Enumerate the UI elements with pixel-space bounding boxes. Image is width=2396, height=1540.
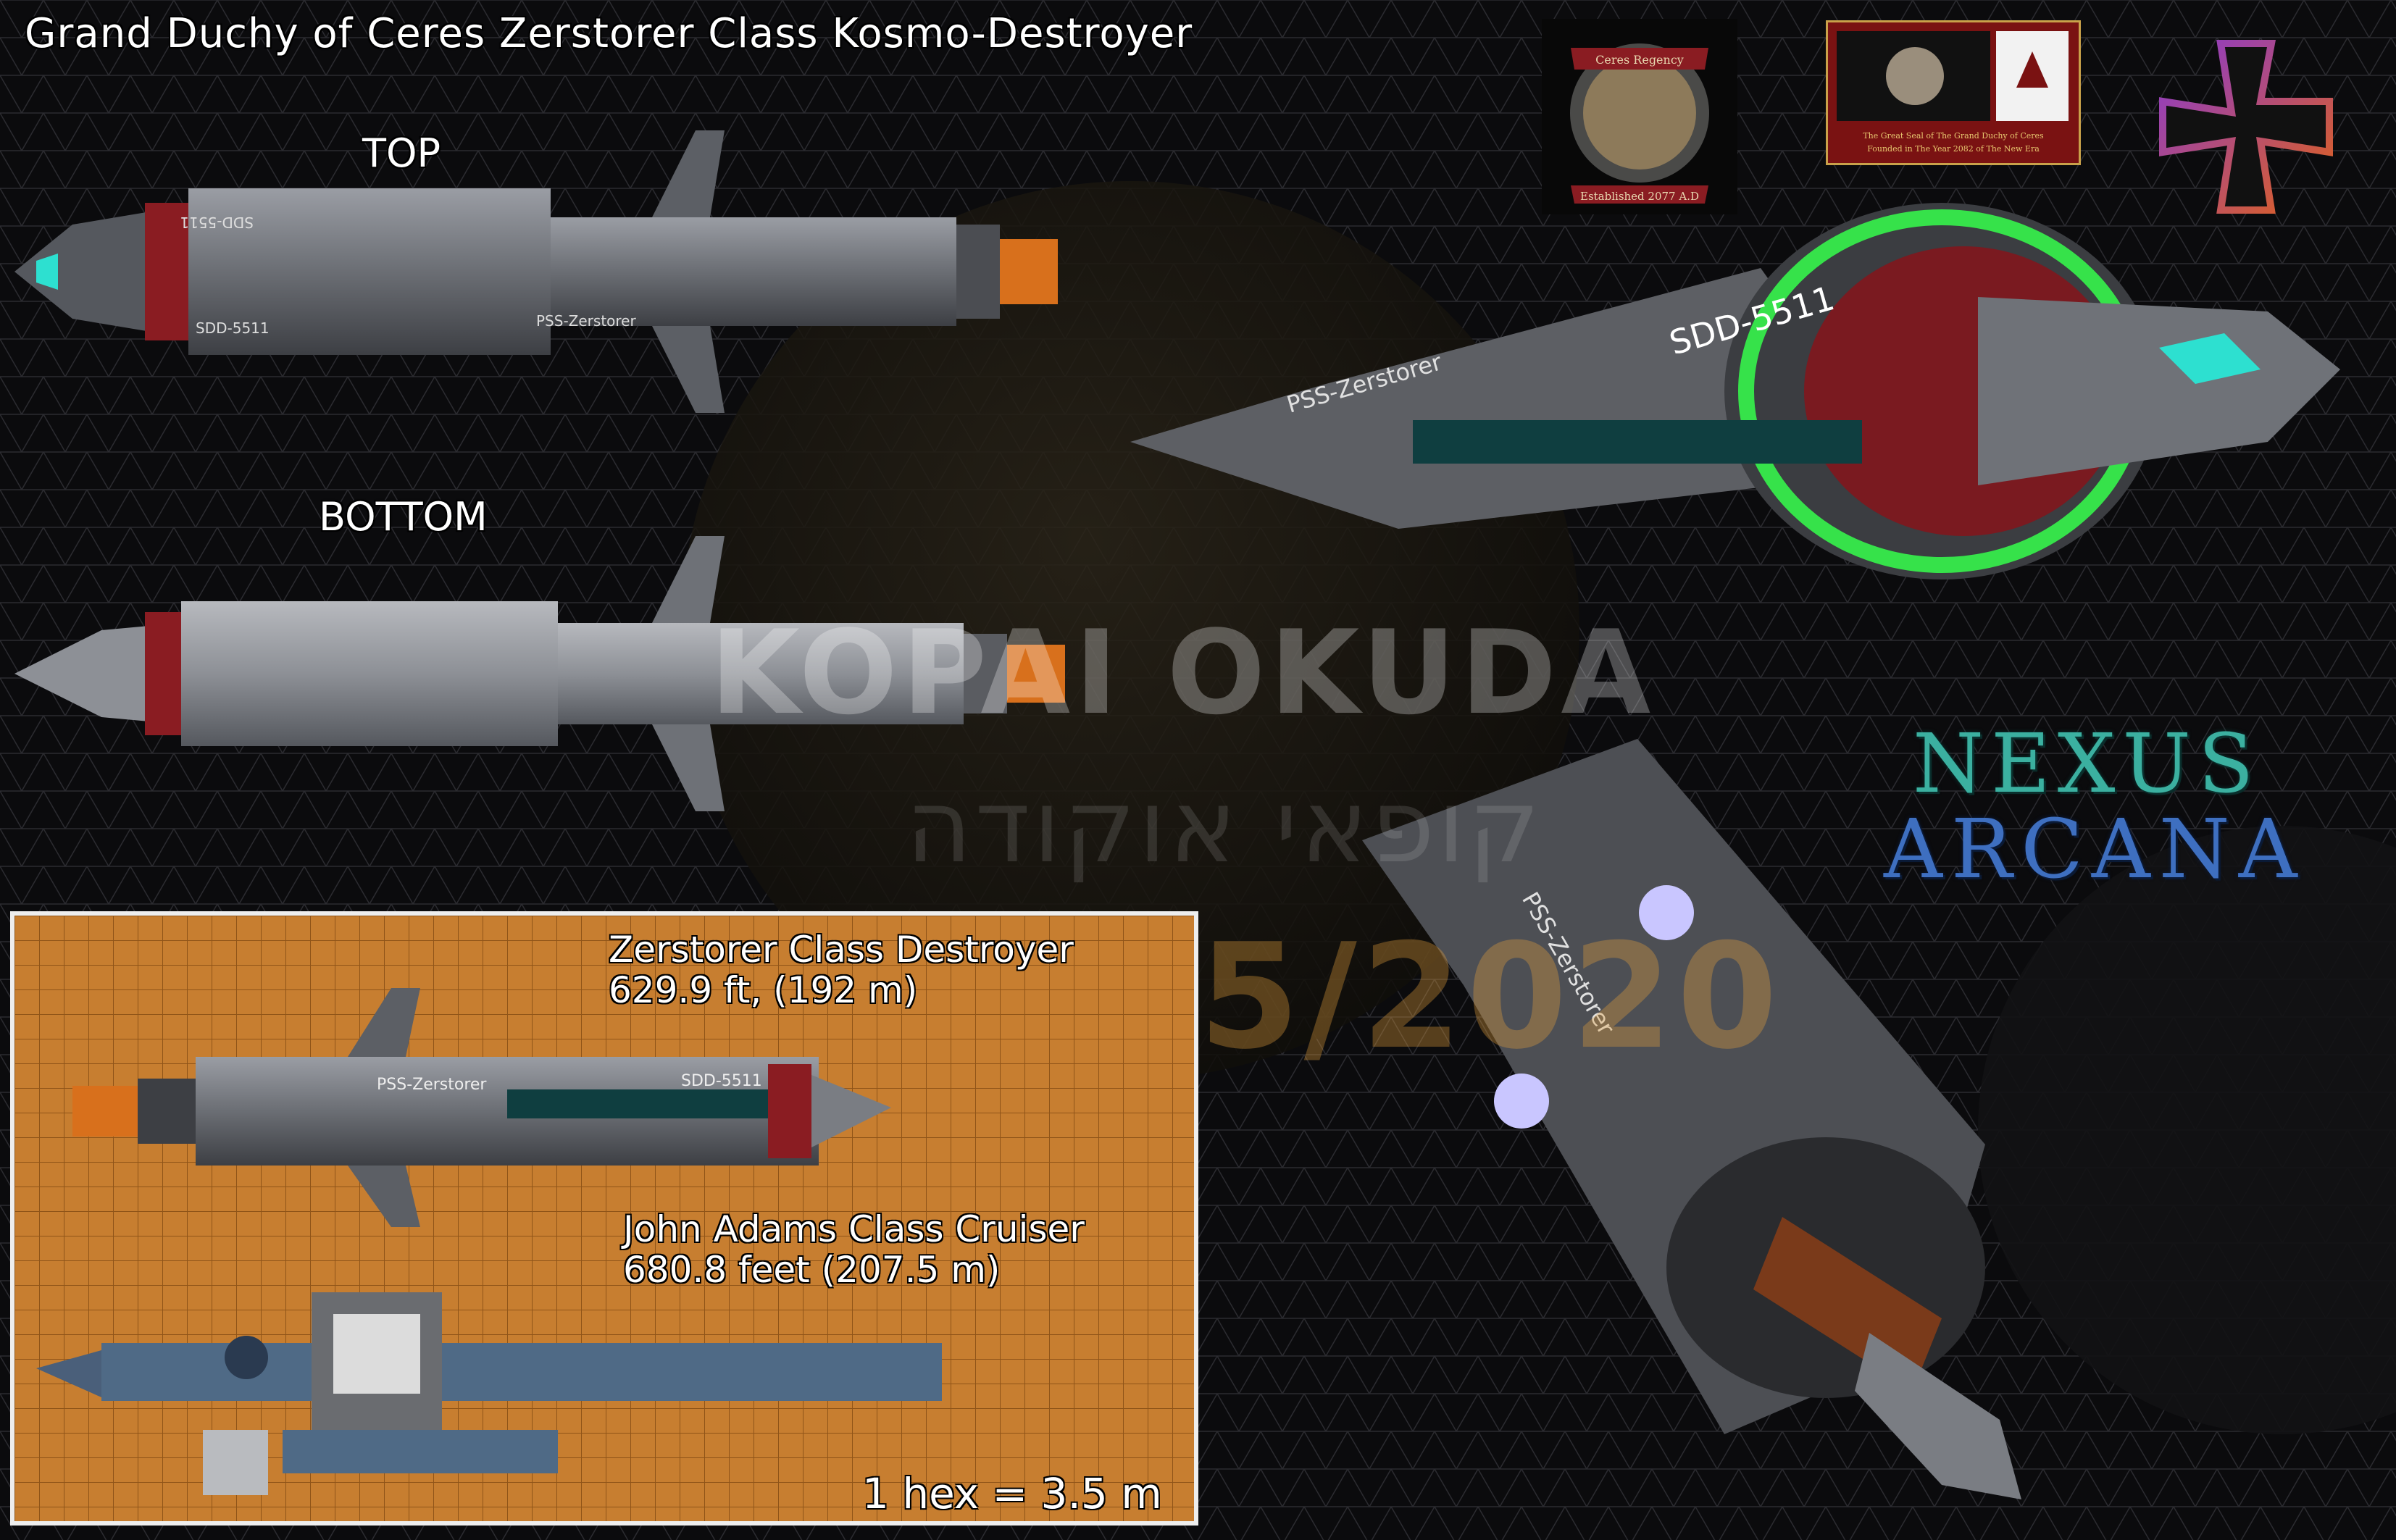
ship-bottom-view [14, 536, 1065, 811]
regency-seal-graphic: Ceres Regency Established 2077 A.D [1570, 43, 1709, 204]
artist-watermark: KOPAI OKUDA [710, 605, 1656, 740]
scale-ship-john-adams [36, 1292, 942, 1495]
regency-seal-bottom-text: Established 2077 A.D [1580, 190, 1699, 203]
ship-hero-lower: PSS-Zerstorer [1362, 739, 2021, 1499]
artist-watermark-hebrew: קופאי אוקודה [906, 768, 1543, 886]
top-hull-number: SDD-5511 [180, 214, 254, 231]
great-seal-line1: The Great Seal of The Grand Duchy of Cer… [1863, 131, 2044, 141]
logo-nexus: NEXUS [1913, 717, 2261, 811]
bottom-view-label: BOTTOM [319, 494, 488, 540]
iron-cross-icon [2159, 40, 2333, 214]
scale-hex-grid [14, 916, 1194, 1521]
scale-comparison-panel: PSS-Zerstorer SDD-5511 Zerstorer Class D… [10, 911, 1198, 1526]
regency-seal: Ceres Regency Established 2077 A.D [1542, 19, 1737, 214]
regency-seal-top-text: Ceres Regency [1595, 53, 1684, 67]
great-seal-graphic: The Great Seal of The Grand Duchy of Cer… [1837, 31, 2069, 154]
page-title: Grand Duchy of Ceres Zerstorer Class Kos… [25, 10, 1193, 57]
ship1-size: 629.9 ft, (192 m) [609, 969, 918, 1011]
ship-top-view: SDD-5511 SDD-5511 PSS-Zerstorer [14, 130, 1058, 413]
scale-ship-name-marking: PSS-Zerstorer [377, 1076, 487, 1094]
scale-ship-zerstorer: PSS-Zerstorer SDD-5511 [72, 988, 891, 1227]
ship-hero-upper: SDD-5511 PSS-Zerstorer [1130, 203, 2340, 579]
ship2-name: John Adams Class Cruiser [623, 1208, 1085, 1250]
logo-arcana: ARCANA [1884, 803, 2306, 897]
scale-hull-number-marking: SDD-5511 [681, 1072, 762, 1090]
top-hull-number-lower: SDD-5511 [196, 319, 270, 337]
great-seal-line2: Founded in The Year 2082 of The New Era [1867, 144, 2040, 154]
top-ship-name: PSS-Zerstorer [536, 312, 636, 330]
top-view-label: TOP [362, 130, 441, 176]
hex-scale-label: 1 hex = 3.5 m [862, 1469, 1162, 1518]
great-seal: The Great Seal of The Grand Duchy of Cer… [1826, 20, 2081, 165]
ship1-name: Zerstorer Class Destroyer [609, 929, 1074, 971]
ship2-size: 680.8 feet (207.5 m) [623, 1249, 1001, 1291]
